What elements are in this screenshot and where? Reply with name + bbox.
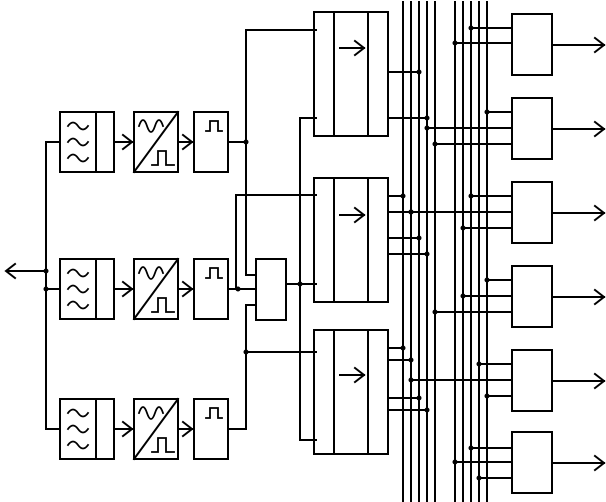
- arrow-head: [353, 206, 366, 224]
- arrow-head: [593, 288, 606, 306]
- register-block-2: [313, 177, 389, 303]
- right-arrow-icon: [339, 206, 366, 224]
- filter-block: [59, 398, 134, 460]
- junction-dot: [468, 445, 474, 451]
- junction-dot: [408, 357, 414, 363]
- square-pulse-icon: [205, 407, 223, 419]
- junction-dot: [408, 377, 414, 383]
- sine-to-square-icon: [137, 119, 175, 166]
- arrow-head: [121, 420, 134, 438]
- sine-to-square-icon: [137, 266, 175, 313]
- junction-dot: [424, 115, 430, 121]
- junction-dot: [424, 251, 430, 257]
- diagonal: [132, 397, 180, 461]
- signal-chain-1: [59, 110, 247, 174]
- output-block-5: [408, 349, 606, 412]
- arrow-head: [593, 120, 606, 138]
- tilde-wave-icon: [66, 408, 90, 450]
- arrow-head: [593, 36, 606, 54]
- junction-dot: [484, 393, 490, 399]
- sine-to-square-converter-block: [132, 257, 194, 321]
- signal-chain-2: [59, 257, 247, 321]
- output-blocks: [408, 13, 606, 494]
- junction-dot: [460, 293, 466, 299]
- square-pulse-icon: [205, 120, 223, 132]
- arrow-head: [593, 454, 606, 472]
- tilde-wave-icon: [66, 268, 90, 310]
- register-block-3: [313, 329, 389, 455]
- junction-dot: [400, 193, 406, 199]
- arrow-head: [181, 280, 194, 298]
- junction-dot: [468, 25, 474, 31]
- diagonal: [132, 257, 180, 321]
- register-block-1: [313, 11, 389, 137]
- junction-dot: [468, 193, 474, 199]
- junction-dot: [484, 109, 490, 115]
- junction-dot: [424, 125, 430, 131]
- junction-dot: [416, 235, 422, 241]
- signal-chain-3: [59, 397, 247, 461]
- square-pulse-icon: [205, 267, 223, 279]
- output-block-6: [452, 431, 606, 494]
- sine-to-square-icon: [137, 406, 175, 453]
- arrow-head: [181, 133, 194, 151]
- diagonal: [132, 110, 180, 174]
- output-block-2: [424, 97, 606, 160]
- junction-dot: [476, 475, 482, 481]
- arrow-head: [121, 133, 134, 151]
- junction-dot: [408, 209, 414, 215]
- sine-to-square-converter-block: [132, 110, 194, 174]
- output-block-3: [408, 181, 606, 244]
- arrow-head: [353, 366, 366, 384]
- filter-block: [59, 111, 134, 173]
- vertical-bus: [402, 1, 488, 502]
- junction-dot: [416, 395, 422, 401]
- register-blocks: [313, 11, 389, 455]
- junction-dot: [432, 141, 438, 147]
- junction-dot: [476, 361, 482, 367]
- output-block-1: [452, 13, 606, 76]
- junction-dot: [460, 225, 466, 231]
- junction-dot: [424, 407, 430, 413]
- junction-dot: [416, 69, 422, 75]
- junction-dot: [400, 345, 406, 351]
- right-arrow-icon: [339, 366, 366, 384]
- arrow-head: [121, 280, 134, 298]
- arrow-head: [353, 39, 366, 57]
- sine-to-square-converter-block: [132, 397, 194, 461]
- pulse-shaper-block: [193, 111, 247, 173]
- combiner-block: [227, 139, 303, 430]
- filter-block: [59, 258, 134, 320]
- output-block-4: [432, 265, 606, 328]
- register-bus-connections: [387, 69, 430, 413]
- junction-dot: [484, 277, 490, 283]
- arrow-head: [181, 420, 194, 438]
- right-arrow-icon: [339, 39, 366, 57]
- junction-dot: [432, 309, 438, 315]
- junction-dot: [452, 40, 458, 46]
- arrow-head: [593, 372, 606, 390]
- register-feed-lines: [235, 29, 317, 441]
- signal-chains: [59, 110, 247, 461]
- input-splitter: [4, 141, 61, 430]
- pulse-shaper-block: [193, 398, 247, 460]
- junction-dot: [452, 459, 458, 465]
- arrow-head: [593, 204, 606, 222]
- tilde-wave-icon: [66, 121, 90, 163]
